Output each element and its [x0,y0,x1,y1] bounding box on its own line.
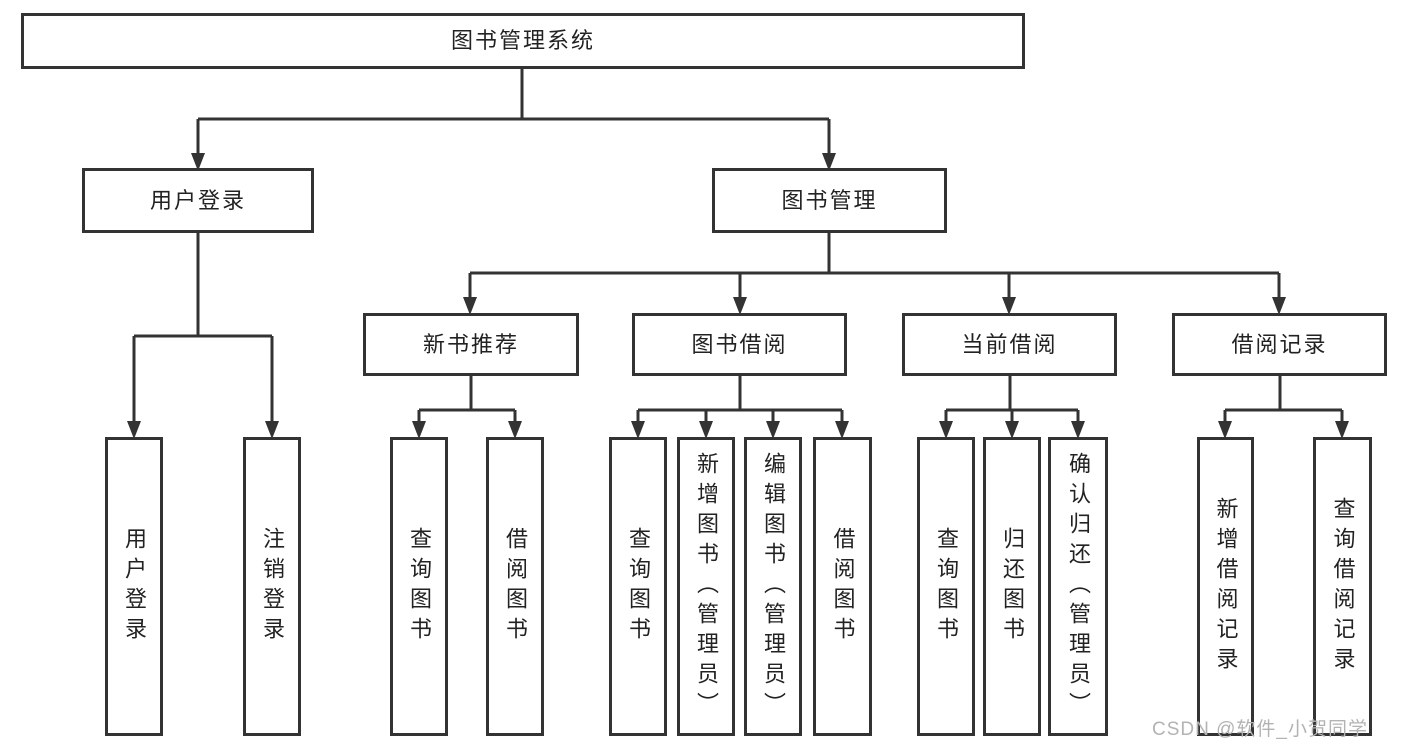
node-user-login: 用户登录 [82,168,314,233]
leaf-add-book-admin-label: 新增图书（管理员） [694,451,719,722]
leaf-query-books-borrow-label: 查询图书 [626,526,651,647]
leaf-query-books-recommend-label: 查询图书 [407,526,432,647]
node-book-management-label: 图书管理 [781,187,878,213]
node-borrow-records: 借阅记录 [1172,313,1387,376]
leaf-borrow-books-recommend: 借阅图书 [486,437,544,736]
leaf-add-borrow-record-label: 新增借阅记录 [1213,496,1239,677]
leaf-logout-label: 注销登录 [260,526,285,647]
node-book-borrow: 图书借阅 [632,313,847,376]
node-user-login-label: 用户登录 [149,187,246,213]
leaf-confirm-return-admin-label: 确认归还（管理员） [1066,451,1091,722]
node-current-borrow: 当前借阅 [902,313,1117,376]
node-root: 图书管理系统 [21,13,1025,69]
node-book-borrow-label: 图书借阅 [691,331,788,357]
node-current-borrow-label: 当前借阅 [961,331,1058,357]
leaf-return-book-label: 归还图书 [1000,526,1025,647]
node-new-book-recommend-label: 新书推荐 [422,331,519,357]
leaf-query-books-recommend: 查询图书 [390,437,448,736]
leaf-add-borrow-record: 新增借阅记录 [1197,437,1254,736]
leaf-user-login-label: 用户登录 [122,526,147,647]
node-borrow-records-label: 借阅记录 [1231,331,1328,357]
leaf-query-borrow-record-label: 查询借阅记录 [1330,496,1356,677]
leaf-query-books-borrow: 查询图书 [609,437,667,736]
leaf-edit-book-admin-label: 编辑图书（管理员） [761,451,786,722]
leaf-query-books-current: 查询图书 [917,437,975,736]
leaf-borrow-books-label: 借阅图书 [830,526,856,647]
leaf-borrow-books-recommend-label: 借阅图书 [503,526,528,647]
leaf-confirm-return-admin: 确认归还（管理员） [1048,437,1108,736]
leaf-return-book: 归还图书 [983,437,1041,736]
leaf-user-login: 用户登录 [105,437,163,736]
leaf-borrow-books: 借阅图书 [813,437,872,736]
leaf-add-book-admin: 新增图书（管理员） [677,437,735,736]
node-root-label: 图书管理系统 [450,28,595,53]
leaf-query-borrow-record: 查询借阅记录 [1313,437,1372,736]
leaf-query-books-current-label: 查询图书 [934,526,959,647]
leaf-edit-book-admin: 编辑图书（管理员） [744,437,802,736]
node-new-book-recommend: 新书推荐 [363,313,579,376]
watermark-text: CSDN @软件_小贺同学 [1152,719,1368,740]
leaf-logout: 注销登录 [243,437,301,736]
node-book-management: 图书管理 [712,168,947,233]
